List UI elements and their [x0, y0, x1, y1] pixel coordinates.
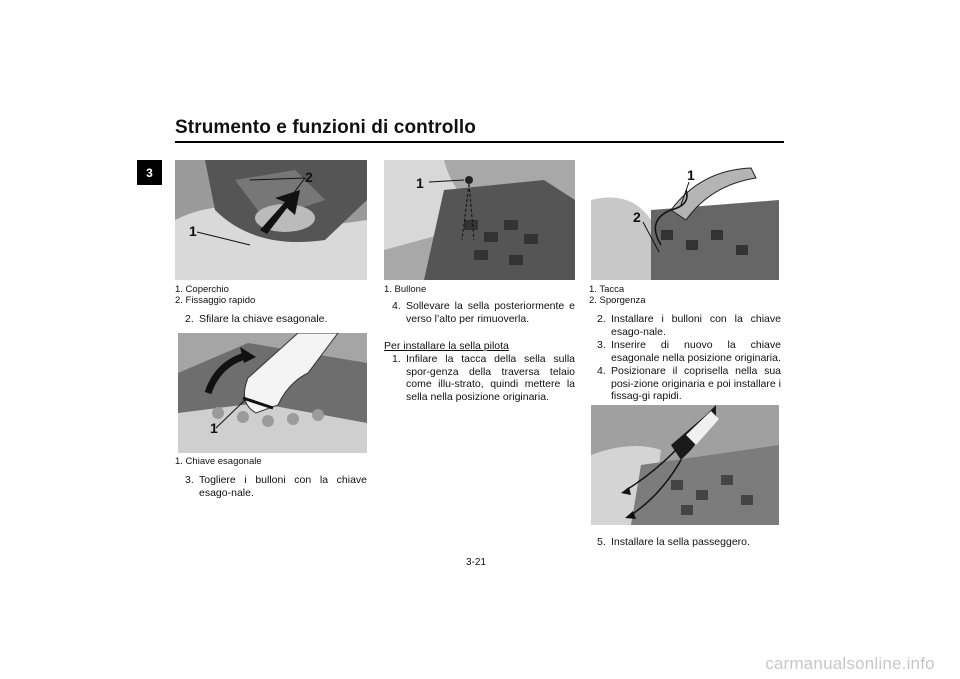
step-number: 5. — [597, 536, 606, 548]
figure-illustration: 1 2 — [591, 160, 779, 280]
subheading: Per installare la sella pilota — [384, 340, 509, 352]
figure-illustration — [591, 405, 779, 525]
step-number: 3. — [185, 474, 194, 486]
figure-caption: 1. Coperchio 2. Fissaggio rapido — [175, 284, 255, 306]
caption-line-1: 1. Coperchio — [175, 284, 229, 295]
step-text: Posizionare il coprisella nella sua posi… — [611, 365, 781, 402]
step-4-col3: 4. Posizionare il coprisella nella sua p… — [597, 365, 781, 403]
figure-bolt: 1 — [384, 160, 575, 280]
step-3-col3: 3. Inserire di nuovo la chiave esagonale… — [597, 339, 781, 364]
figure-seat-cover — [591, 405, 779, 525]
caption-line-1: 1. Bullone — [384, 284, 427, 295]
callout-1: 1 — [210, 420, 218, 436]
chapter-tab: 3 — [137, 160, 162, 185]
step-text: Sollevare la sella posteriormente e vers… — [406, 300, 575, 325]
figure-cover-quick-fastener: 1 2 — [175, 160, 367, 280]
figure-caption: 1. Tacca 2. Sporgenza — [589, 284, 646, 306]
figure-illustration: 1 — [178, 333, 367, 453]
figure-caption: 1. Bullone — [384, 284, 426, 295]
step-4-col2: 4. Sollevare la sella posteriormente e v… — [392, 300, 575, 325]
callout-1: 1 — [687, 167, 695, 183]
callout-2: 2 — [305, 169, 313, 185]
callout-1: 1 — [189, 223, 197, 239]
step-number: 2. — [185, 313, 194, 325]
step-number: 3. — [597, 339, 606, 351]
step-number: 1. — [392, 353, 401, 365]
step-number: 4. — [392, 300, 401, 312]
callout-1: 1 — [416, 175, 424, 191]
step-1-col2: 1. Infilare la tacca della sella sulla s… — [392, 353, 575, 403]
page-number: 3-21 — [466, 557, 487, 568]
caption-line-2: 2. Fissaggio rapido — [175, 295, 256, 306]
step-text: Installare la sella passeggero. — [611, 536, 750, 548]
step-text: Inserire di nuovo la chiave esagonale ne… — [611, 339, 781, 364]
step-text: Infilare la tacca della sella sulla spor… — [406, 353, 575, 403]
step-text: Sfilare la chiave esagonale. — [199, 313, 328, 325]
page-title: Strumento e funzioni di controllo — [175, 117, 476, 138]
title-rule — [175, 141, 784, 143]
step-3-col1: 3. Togliere i bulloni con la chiave esag… — [185, 474, 367, 499]
figure-notch-projection: 1 2 — [591, 160, 779, 280]
figure-hex-key: 1 — [178, 333, 367, 453]
step-5-col3: 5. Installare la sella passeggero. — [597, 536, 781, 549]
figure-illustration: 1 2 — [175, 160, 367, 280]
step-number: 4. — [597, 365, 606, 377]
figure-illustration: 1 — [384, 160, 575, 280]
watermark-text: carmanualsonline.info — [765, 654, 935, 673]
figure-caption: 1. Chiave esagonale — [175, 456, 262, 467]
caption-line-2: 2. Sporgenza — [589, 295, 646, 306]
step-text: Togliere i bulloni con la chiave esago-n… — [199, 474, 367, 499]
callout-2: 2 — [633, 209, 641, 225]
step-text: Installare i bulloni con la chiave esago… — [611, 313, 781, 338]
caption-line-1: 1. Chiave esagonale — [175, 456, 262, 467]
caption-line-1: 1. Tacca — [589, 284, 625, 295]
step-2-col3: 2. Installare i bulloni con la chiave es… — [597, 313, 781, 338]
step-number: 2. — [597, 313, 606, 325]
step-2-col1: 2. Sfilare la chiave esagonale. — [185, 313, 367, 326]
